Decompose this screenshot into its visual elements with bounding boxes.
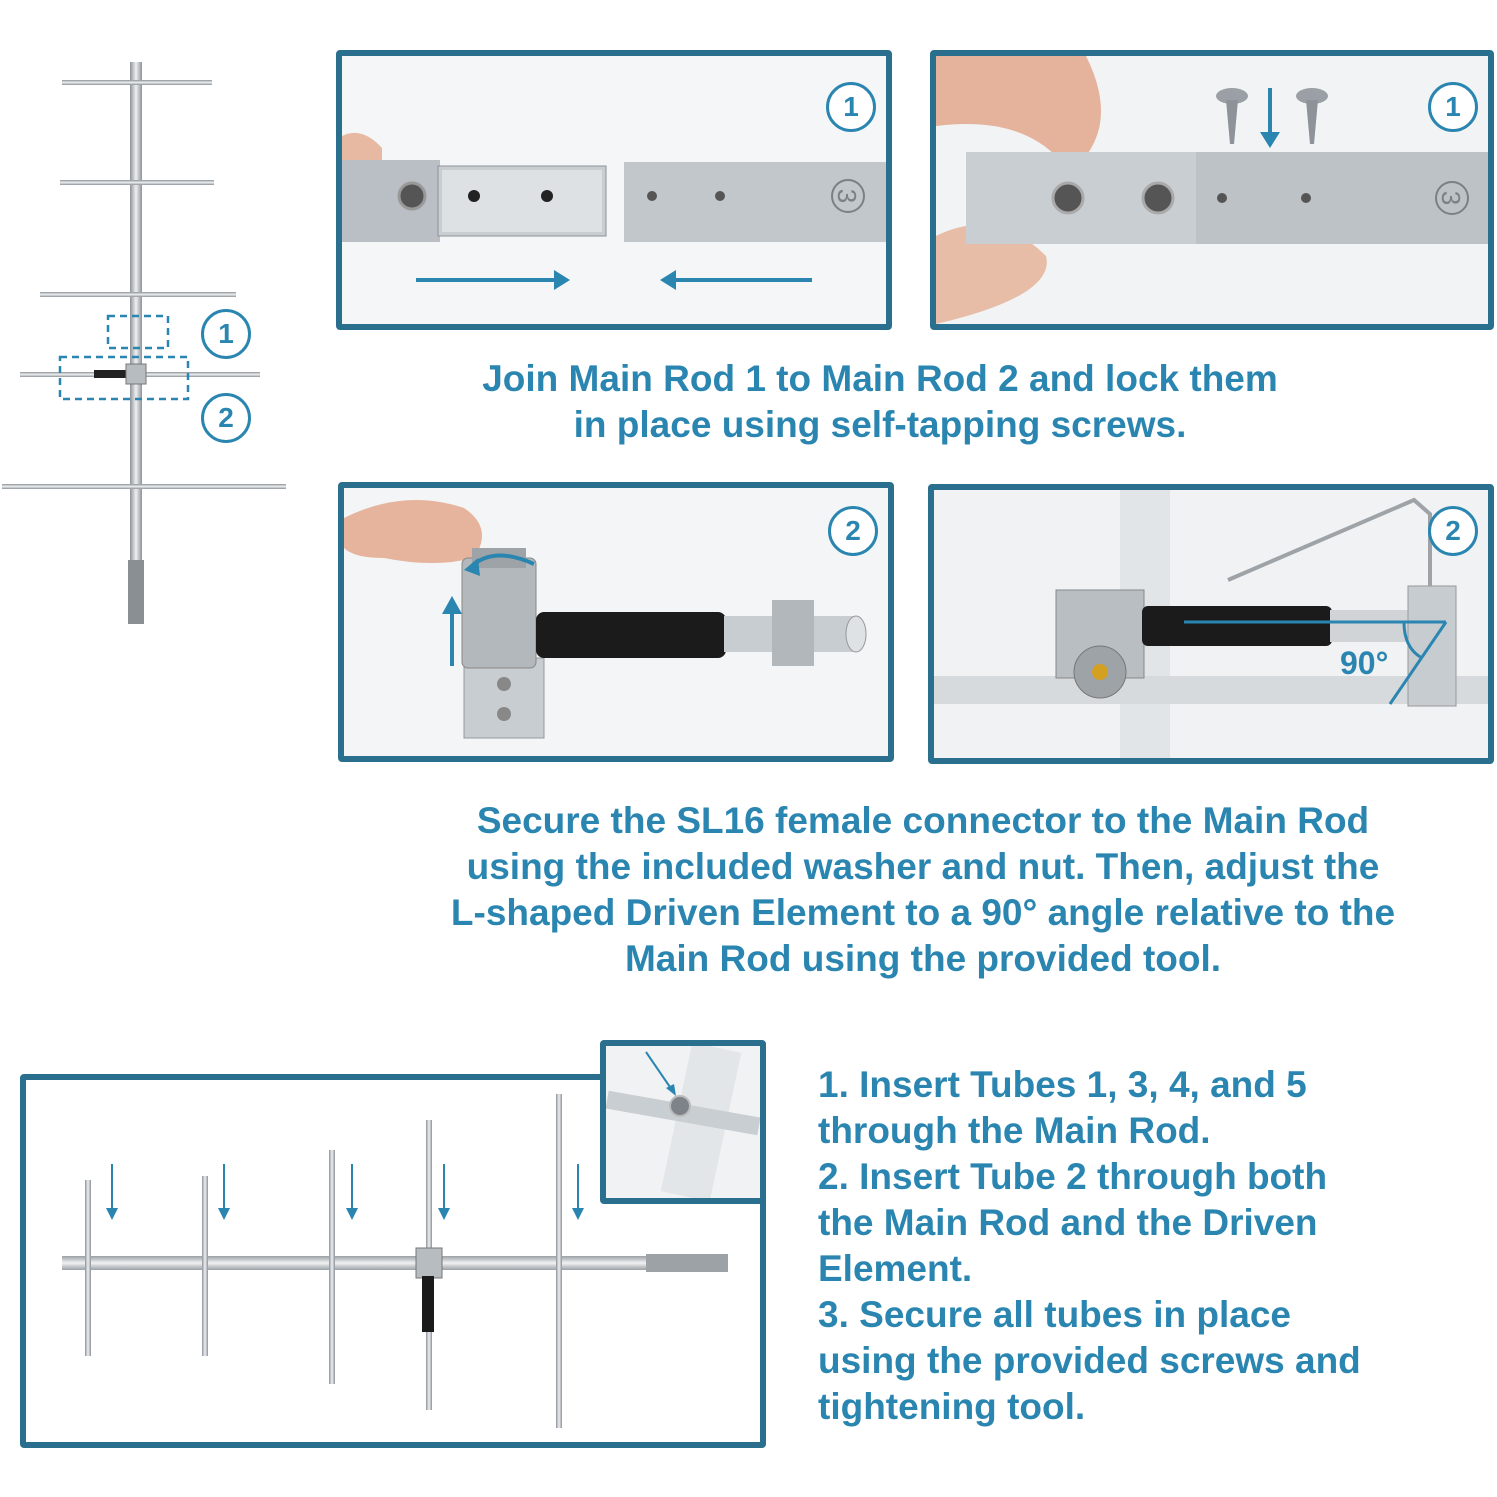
antenna-assembly-illustration: [62, 1094, 728, 1428]
step2-right-badge: 2: [1428, 506, 1478, 556]
instruction-line: 3. Secure all tubes in place: [818, 1294, 1291, 1335]
rods-joining-photo: 3: [342, 56, 886, 324]
step1-panel-screws: 3 1: [930, 50, 1494, 330]
instruction-line: tightening tool.: [818, 1386, 1086, 1427]
step1-caption-line1: Join Main Rod 1 to Main Rod 2 and lock t…: [482, 358, 1278, 399]
step1-left-badge: 1: [826, 82, 876, 132]
self-tapping-screw-left: [1216, 88, 1248, 144]
instruction-line: using the provided screws and: [818, 1340, 1361, 1381]
screws-locking-photo: 3: [936, 56, 1488, 324]
step2-panel-angle: 90° 2: [928, 484, 1494, 764]
step2-caption-line3: L-shaped Driven Element to a 90° angle r…: [450, 892, 1396, 933]
sl16-connector-photo: [344, 488, 888, 756]
instruction-line: the Main Rod and the Driven: [818, 1202, 1318, 1243]
step1-caption-line2: in place using self-tapping screws.: [573, 404, 1187, 445]
instruction-line: through the Main Rod.: [818, 1110, 1211, 1151]
self-tapping-screw-right: [1296, 88, 1328, 144]
step1-panel-join-rods: 3 1: [336, 50, 892, 330]
step2-caption-line2: using the included washer and nut. Then,…: [466, 846, 1380, 887]
driven-element-angle-photo: 90°: [934, 490, 1488, 758]
step2-left-badge: 2: [828, 506, 878, 556]
step2-panel-connector: 2: [338, 482, 894, 762]
instruction-line: Element.: [818, 1248, 973, 1289]
overview-badge-1: 1: [201, 309, 251, 359]
rod-number-label-2: 3: [1436, 191, 1466, 205]
step2-caption-line4: Main Rod using the provided tool.: [624, 938, 1222, 979]
instruction-line: 2. Insert Tube 2 through both: [818, 1156, 1328, 1197]
antenna-overview-illustration: [2, 62, 286, 624]
instruction-line: 1. Insert Tubes 1, 3, 4, and 5: [818, 1064, 1307, 1105]
rod-number-label: 3: [832, 189, 862, 203]
overview-badge-2: 2: [201, 393, 251, 443]
step3-inset-screw-detail: [600, 1040, 766, 1204]
tube-screw-closeup: [606, 1046, 760, 1198]
step2-caption-line1: Secure the SL16 female connector to the …: [476, 800, 1370, 841]
step1-right-badge: 1: [1428, 82, 1478, 132]
angle-label: 90°: [1340, 645, 1388, 681]
step3-instructions: 1. Insert Tubes 1, 3, 4, and 5 through t…: [818, 1062, 1488, 1430]
